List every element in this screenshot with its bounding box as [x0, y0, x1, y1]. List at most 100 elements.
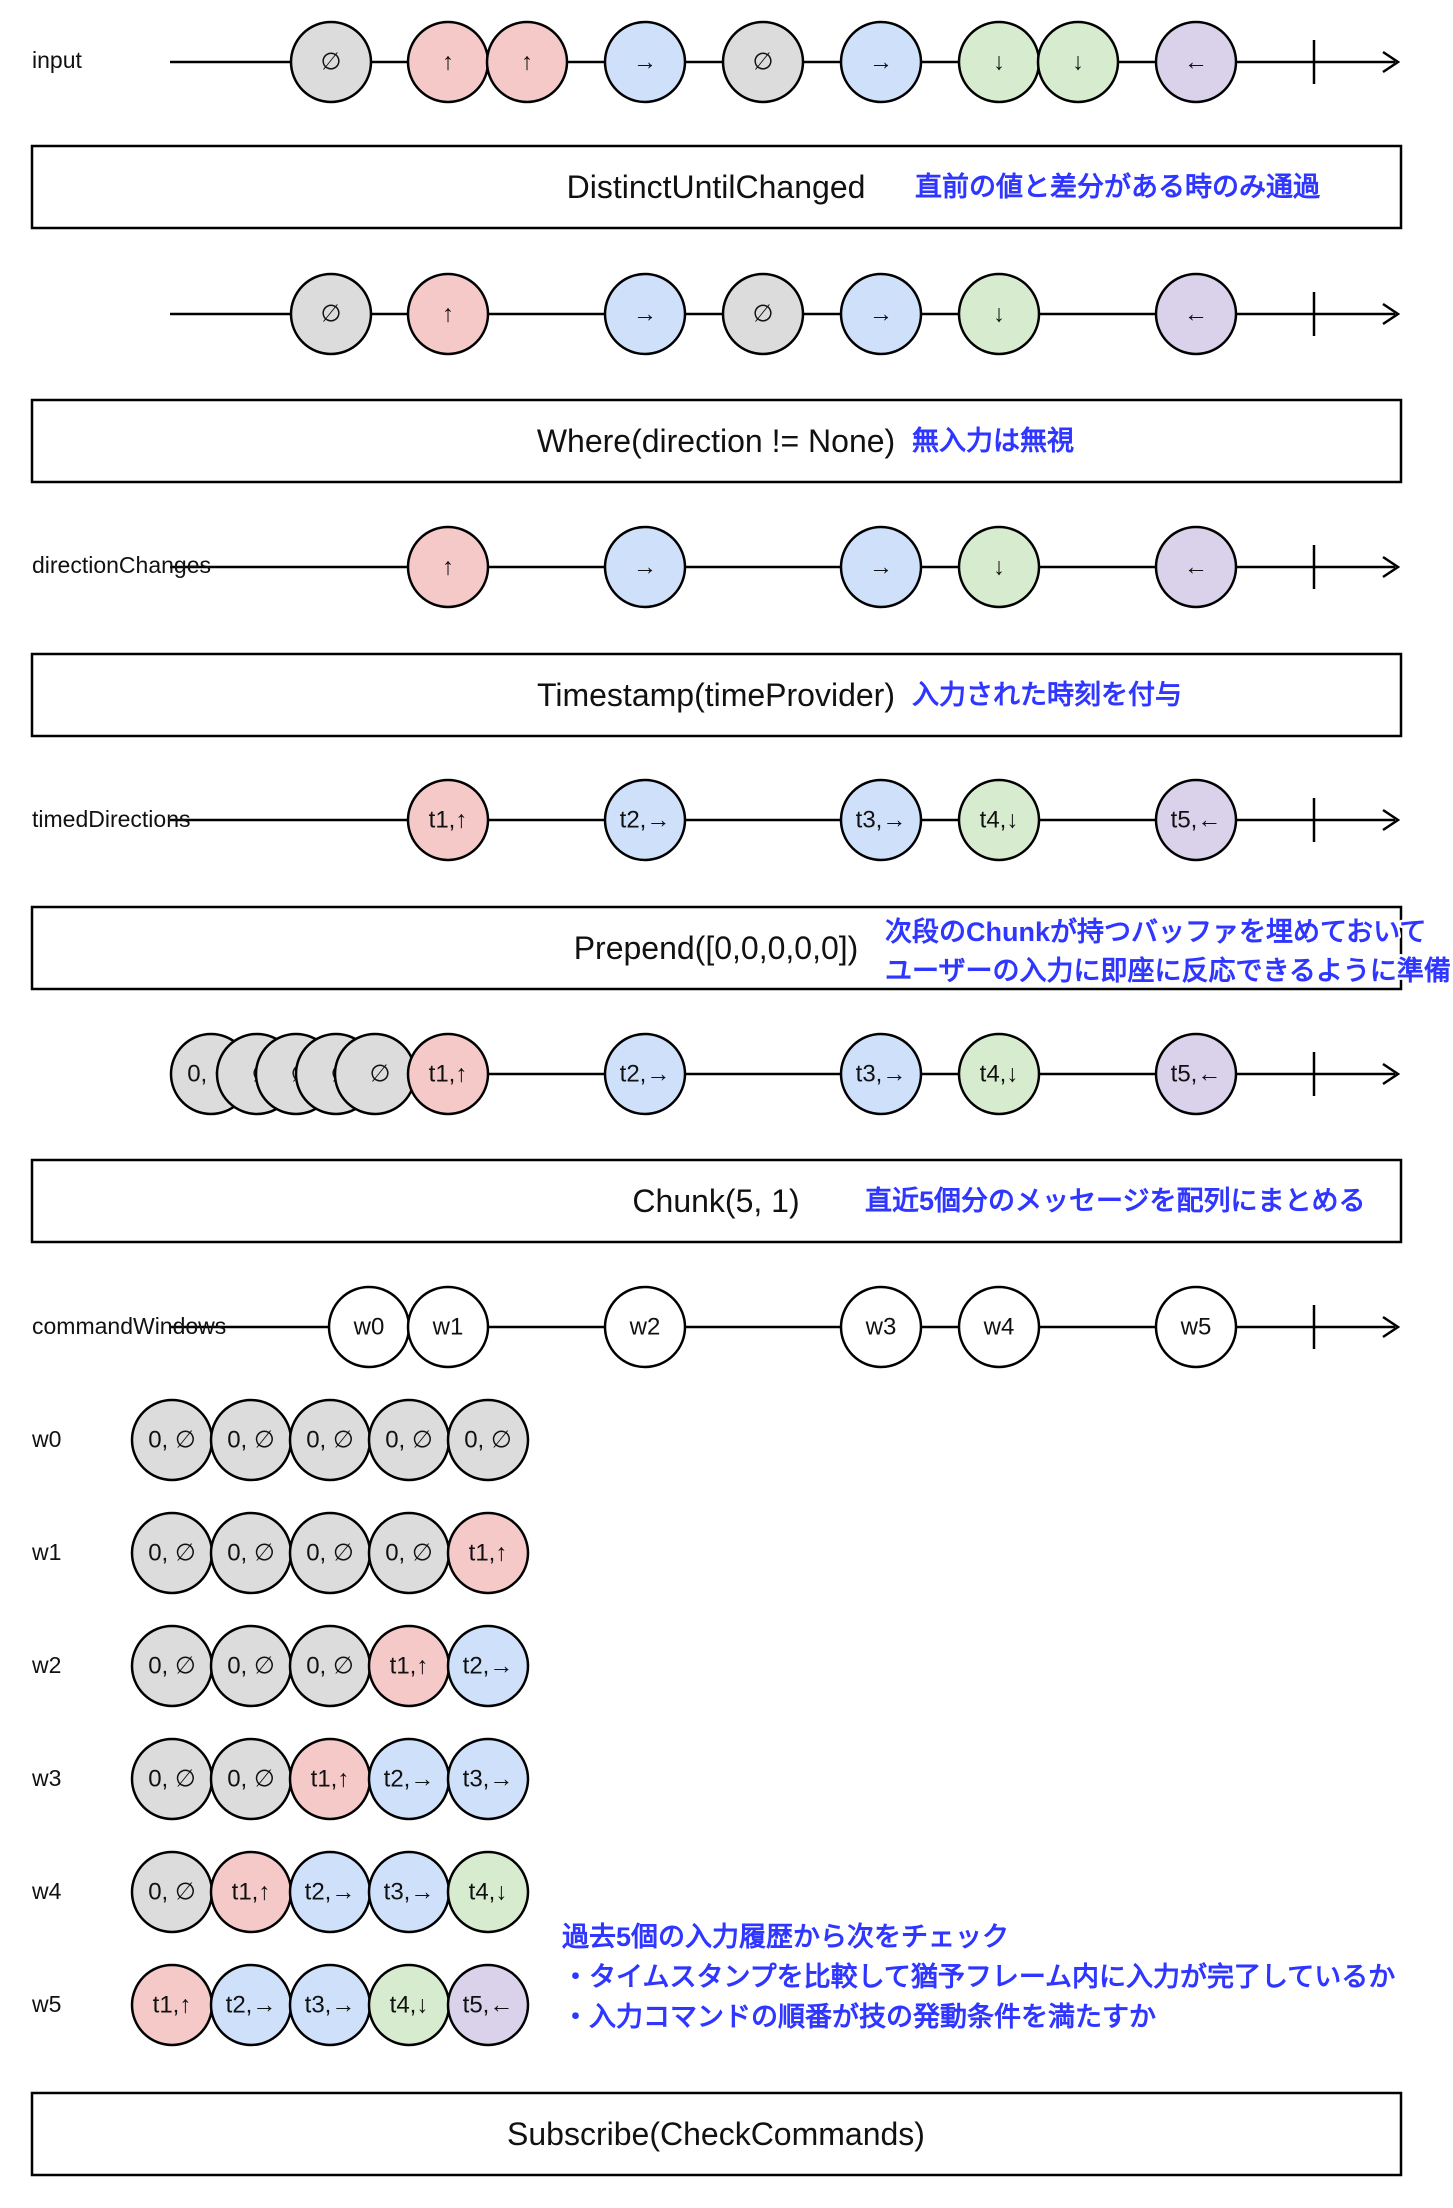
- svg-text:w4: w4: [983, 1314, 1015, 1341]
- svg-text:↓: ↓: [993, 554, 1005, 581]
- marble: t3,→: [367, 1850, 451, 1934]
- operator-label: Where(direction != None): [537, 423, 895, 459]
- marble: ↑: [485, 20, 569, 104]
- svg-text:t5,←: t5,←: [463, 1992, 514, 2019]
- marble: t4,↓: [957, 1032, 1041, 1116]
- svg-text:↑: ↑: [521, 49, 533, 76]
- operator-label: Timestamp(timeProvider): [537, 677, 895, 713]
- svg-text:0, ∅: 0, ∅: [148, 1766, 196, 1793]
- svg-text:0, ∅: 0, ∅: [227, 1540, 275, 1567]
- window-w2: w2 0, ∅ 0, ∅ 0, ∅ t1,↑ t2,→: [31, 1624, 530, 1708]
- operator-note: 次段のChunkが持つバッファを埋めておいて: [885, 916, 1426, 947]
- marble: t2,→: [603, 778, 687, 862]
- marble: →: [603, 525, 687, 609]
- stream-input: input ∅ ↑ ↑ → ∅ → ↓ ↓ ←: [32, 20, 1401, 104]
- svg-text:0, ∅: 0, ∅: [227, 1427, 275, 1454]
- svg-text:↑: ↑: [442, 49, 454, 76]
- svg-text:→: →: [633, 554, 657, 581]
- operator-chunk: Chunk(5, 1) 直近5個分のメッセージを配列にまとめる: [30, 1158, 1403, 1244]
- svg-text:↓: ↓: [993, 301, 1005, 328]
- svg-text:t2,→: t2,→: [463, 1653, 514, 1680]
- marble: t4,↓: [446, 1850, 530, 1934]
- svg-text:↑: ↑: [442, 554, 454, 581]
- marble: ∅: [721, 20, 805, 104]
- svg-text:∅: ∅: [321, 49, 342, 76]
- timeline-arrowhead: [1382, 302, 1401, 326]
- marble: ↑: [406, 525, 490, 609]
- svg-text:0, ∅: 0, ∅: [385, 1427, 433, 1454]
- svg-text:0, ∅: 0, ∅: [306, 1540, 354, 1567]
- marble: w1: [406, 1285, 490, 1369]
- svg-text:→: →: [633, 301, 657, 328]
- svg-text:t3,→: t3,→: [463, 1766, 514, 1793]
- operator-box: [30, 905, 1403, 991]
- svg-text:w5: w5: [1180, 1314, 1212, 1341]
- window-label: w4: [31, 1878, 62, 1904]
- operator-note: ユーザーの入力に即座に反応できるように準備: [885, 955, 1451, 986]
- stream-label-timed-directions: timedDirections: [32, 806, 191, 832]
- marble: ∅: [289, 272, 373, 356]
- svg-text:0, ∅: 0, ∅: [227, 1766, 275, 1793]
- svg-text:→: →: [633, 49, 657, 76]
- marble: ↓: [1036, 20, 1120, 104]
- marble: ↓: [957, 20, 1041, 104]
- operator-note: 無入力は無視: [912, 426, 1074, 456]
- marble: →: [603, 20, 687, 104]
- stream-timed-directions: timedDirections t1,↑ t2,→ t3,→ t4,↓ t5,←: [32, 778, 1401, 862]
- svg-text:t1,↑: t1,↑: [390, 1653, 429, 1680]
- marble: 0, ∅: [288, 1624, 372, 1708]
- marble: 0, ∅: [209, 1398, 293, 1482]
- marble: t1,↑: [288, 1737, 372, 1821]
- operator-label: Subscribe(CheckCommands): [507, 2116, 925, 2152]
- check-commands-note: 過去5個の入力履歴から次をチェック ・タイムスタンプを比較して猶予フレーム内に入…: [560, 1920, 1398, 2035]
- marble: w0: [327, 1285, 411, 1369]
- timeline-arrowhead: [1382, 1315, 1401, 1339]
- svg-text:→: →: [869, 49, 893, 76]
- window-w3: w3 0, ∅ 0, ∅ t1,↑ t2,→ t3,→: [31, 1737, 530, 1821]
- operator-where: Where(direction != None) 無入力は無視: [30, 398, 1403, 484]
- marble: w2: [603, 1285, 687, 1369]
- svg-text:0, ∅: 0, ∅: [306, 1427, 354, 1454]
- marble: t1,↑: [446, 1511, 530, 1595]
- window-w5: w5 t1,↑ t2,→ t3,→ t4,↓ t5,←: [31, 1963, 530, 2047]
- check-note-line: 過去5個の入力履歴から次をチェック: [562, 1922, 1009, 1952]
- svg-text:0, ∅: 0, ∅: [148, 1427, 196, 1454]
- svg-text:↓: ↓: [993, 49, 1005, 76]
- marble: t3,→: [288, 1963, 372, 2047]
- marble: →: [839, 20, 923, 104]
- marble: ←: [1154, 20, 1238, 104]
- marble: t3,→: [839, 778, 923, 862]
- marble: ∅: [721, 272, 805, 356]
- marble: 0, ∅: [130, 1737, 214, 1821]
- svg-text:t1,↑: t1,↑: [429, 1061, 468, 1088]
- svg-text:→: →: [869, 301, 893, 328]
- svg-text:∅: ∅: [753, 49, 774, 76]
- svg-text:t5,←: t5,←: [1171, 1061, 1222, 1088]
- svg-text:←: ←: [1184, 554, 1208, 581]
- marble: 0, ∅: [130, 1511, 214, 1595]
- marble: 0, ∅: [130, 1398, 214, 1482]
- operator-timestamp: Timestamp(timeProvider) 入力された時刻を付与: [30, 652, 1403, 738]
- operator-box: [30, 652, 1403, 738]
- svg-text:t2,→: t2,→: [620, 807, 671, 834]
- operator-label: Prepend([0,0,0,0,0]): [574, 930, 859, 966]
- svg-text:↑: ↑: [442, 301, 454, 328]
- operator-subscribe: Subscribe(CheckCommands): [30, 2091, 1403, 2177]
- operator-note: 入力された時刻を付与: [912, 679, 1182, 710]
- check-note-line: ・タイムスタンプを比較して猶予フレーム内に入力が完了しているか: [562, 1961, 1395, 1992]
- marble: t2,→: [603, 1032, 687, 1116]
- marble: 0, ∅: [288, 1398, 372, 1482]
- marble: ↓: [957, 525, 1041, 609]
- marble: →: [839, 525, 923, 609]
- marble: t2,→: [446, 1624, 530, 1708]
- stream-label-input: input: [32, 47, 82, 73]
- svg-text:0, ∅: 0, ∅: [464, 1427, 512, 1454]
- svg-text:0, ∅: 0, ∅: [148, 1879, 196, 1906]
- operator-label: DistinctUntilChanged: [567, 169, 866, 205]
- operator-note: 直近5個分のメッセージを配列にまとめる: [865, 1186, 1365, 1216]
- marble: t5,←: [1154, 778, 1238, 862]
- marble: 0, ∅: [367, 1511, 451, 1595]
- marble: t2,→: [288, 1850, 372, 1934]
- stream-distinct-output: ∅ ↑ → ∅ → ↓ ←: [170, 272, 1401, 356]
